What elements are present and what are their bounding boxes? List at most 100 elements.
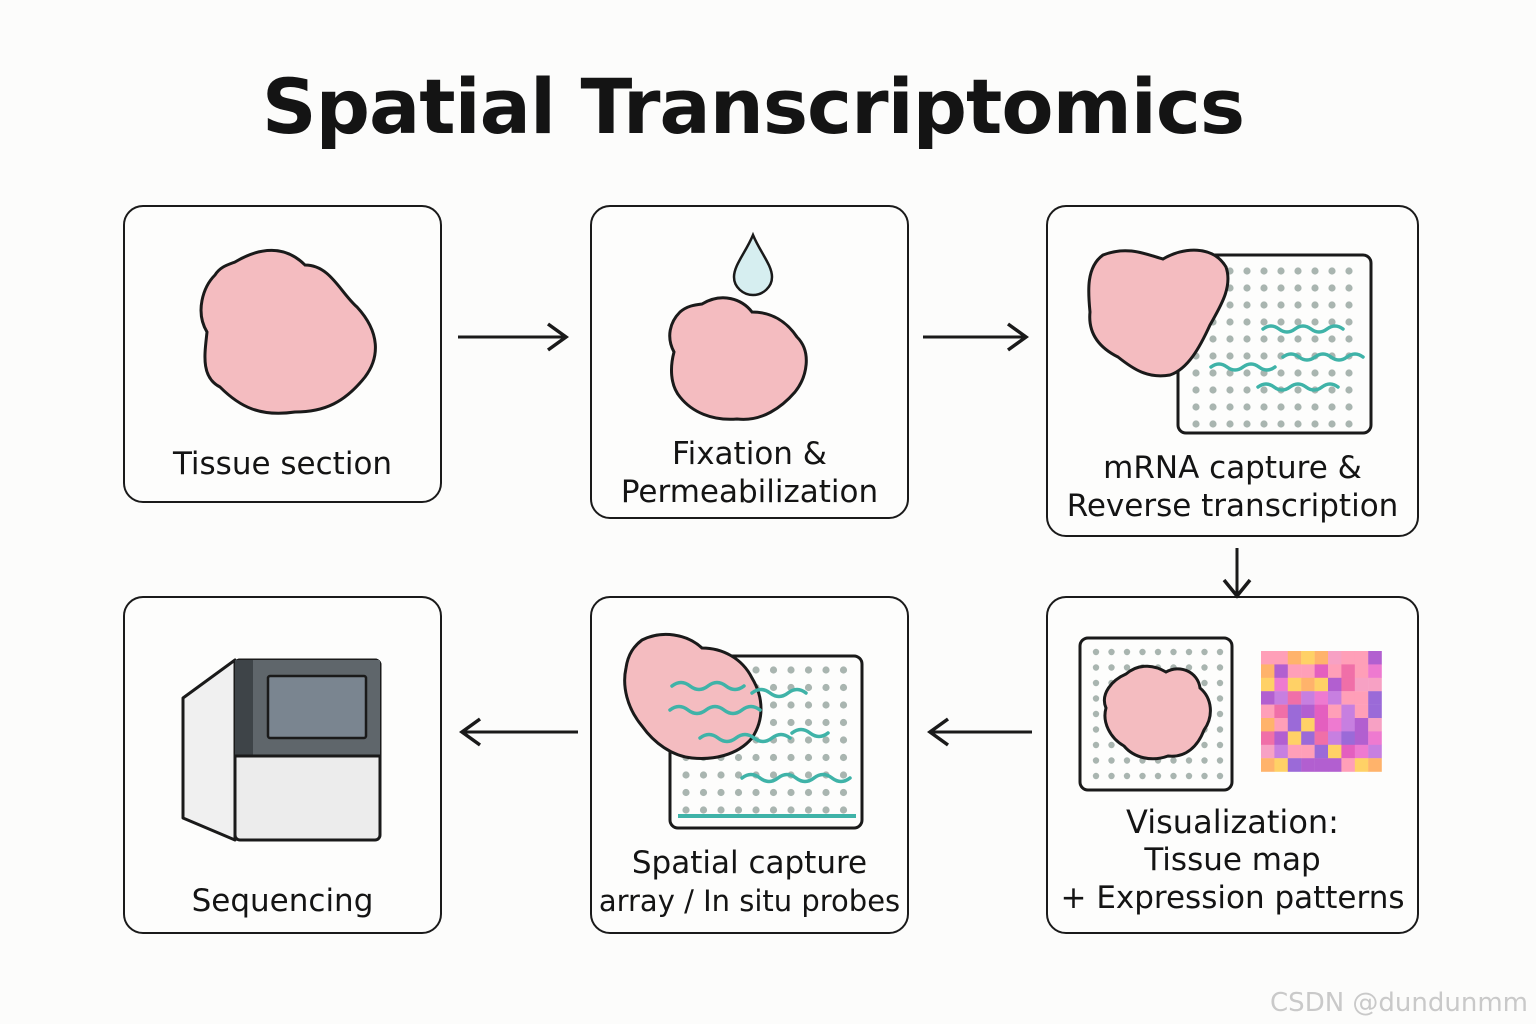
array-dot (1209, 403, 1217, 411)
array-dot (1345, 284, 1353, 292)
array-dot (769, 771, 778, 779)
array-dot (1277, 267, 1285, 275)
array-dot (1243, 335, 1251, 343)
heatmap-cell (1261, 718, 1275, 732)
heatmap-cell (1368, 731, 1382, 745)
heatmap-cell (1287, 677, 1302, 692)
array-dot (717, 771, 725, 779)
array-dot (1226, 335, 1234, 343)
array-dot (1092, 726, 1100, 733)
array-dot (839, 666, 848, 674)
array-dot (822, 666, 830, 674)
array-dot (1277, 403, 1285, 411)
probe-strand (750, 687, 808, 699)
array-dot (839, 771, 848, 779)
array-dot (717, 788, 725, 797)
array-dot (1345, 318, 1353, 326)
array-dot (1170, 772, 1177, 780)
array-dot (1108, 648, 1115, 656)
array-dot (839, 806, 848, 814)
array-dot (1092, 664, 1100, 671)
array-dot (1139, 772, 1146, 780)
heatmap-cell (1328, 731, 1342, 745)
heatmap-cell (1287, 718, 1302, 732)
capture-illustration (1087, 248, 1373, 435)
heatmap-cell (1368, 758, 1382, 772)
array-dot (1123, 664, 1131, 671)
heatmap-cell (1314, 651, 1329, 665)
heatmap-cell (1301, 731, 1315, 745)
heatmap-cell (1301, 744, 1315, 759)
array-dot (1226, 352, 1234, 360)
array-dot (804, 718, 813, 727)
array-dot (1201, 741, 1208, 749)
array-dot (734, 771, 743, 779)
step-label: Spatial capture array / In situ probes (592, 844, 907, 920)
heatmap-cell (1314, 691, 1329, 705)
array-dot (1311, 403, 1319, 411)
step-tissue-section: Tissue section (123, 205, 442, 503)
heatmap-cell (1301, 704, 1315, 719)
heatmap-cell (1301, 651, 1315, 665)
mrna-strand (1281, 352, 1365, 362)
label-line: mRNA capture & (1103, 450, 1362, 486)
probe-strand (670, 680, 746, 692)
array-dot (1328, 420, 1336, 428)
arrow-left-icon (927, 717, 1032, 747)
array-dot (1201, 757, 1208, 764)
droplet-icon (732, 231, 774, 297)
array-dot (1192, 369, 1200, 377)
arrow-down-icon (1222, 548, 1252, 599)
heatmap-cell (1354, 731, 1369, 745)
array-dot (822, 683, 830, 692)
tissue-icon (199, 248, 377, 415)
tissue-icon (623, 633, 763, 760)
step-label: Sequencing (191, 883, 374, 919)
label-line: Visualization: (1126, 803, 1339, 841)
array-dot (769, 666, 778, 674)
array-dot (804, 788, 813, 797)
step-mrna-capture: mRNA capture & Reverse transcription (1046, 205, 1419, 537)
heatmap-cell (1301, 758, 1315, 772)
array-dot (839, 788, 848, 797)
array-dot (1123, 757, 1131, 764)
label-line: array / In situ probes (598, 884, 901, 918)
step-label: Fixation & Permeabilization (592, 435, 907, 511)
label-line: Permeabilization (620, 474, 879, 510)
probe-strand (790, 727, 830, 739)
heatmap-cell (1314, 677, 1329, 692)
array-dot (1226, 318, 1234, 326)
array-dot (1108, 664, 1115, 671)
heatmap-cell (1301, 691, 1315, 705)
array-dot (822, 701, 830, 709)
heatmap-cell (1354, 758, 1369, 772)
array-dot (1209, 335, 1217, 343)
array-dot (1192, 420, 1200, 428)
array-dot (699, 788, 708, 797)
heatmap-cell (1287, 664, 1302, 678)
array-dot (804, 736, 813, 744)
array-dot (1328, 284, 1336, 292)
array-dot (1092, 757, 1100, 764)
array-dot (804, 806, 813, 814)
heatmap-cell (1341, 691, 1355, 705)
array-dot (1185, 772, 1193, 780)
array-dot (1243, 318, 1251, 326)
page-title: Spatial Transcriptomics (261, 62, 1245, 151)
array-dot (1226, 301, 1234, 309)
array-dot (1243, 267, 1251, 275)
array-dot (1277, 420, 1285, 428)
array-dot (769, 753, 778, 762)
array-dot (804, 666, 813, 674)
array-dot (1345, 369, 1353, 377)
array-dot (1154, 648, 1162, 656)
array-dot (839, 753, 848, 762)
array-dot (769, 718, 778, 727)
array-dot (1345, 403, 1353, 411)
array-dot (699, 771, 708, 779)
array-dot (839, 701, 848, 709)
heatmap-cell (1261, 731, 1275, 745)
array-dot (1243, 420, 1251, 428)
heatmap-cell (1354, 651, 1369, 665)
heatmap-cell (1287, 691, 1302, 705)
